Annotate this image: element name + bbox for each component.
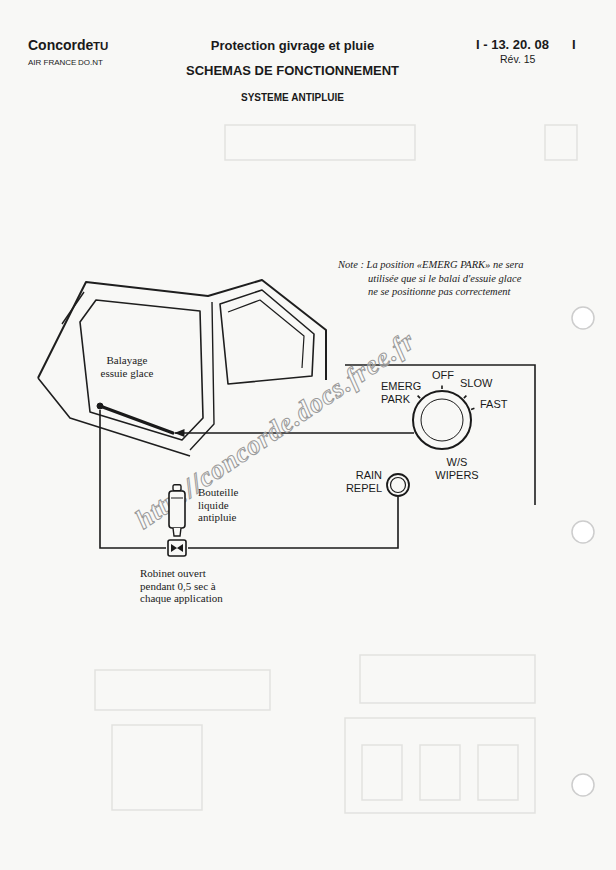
wiper-blade [97,403,173,435]
detent-tick [464,396,467,399]
part-label: Balayage essuie glace [97,354,157,379]
wiper-selector: EMERG PARKOFFSLOWFASTW/S WIPERS [412,390,472,450]
bleed-through-part [345,718,535,813]
button-symbol [386,473,410,497]
page-reference: I - 13. 20. 08 [476,37,549,53]
valve-symbol [171,544,183,552]
page-title: Protection givrage et pluie [180,38,405,54]
wiper-blade-part [99,410,101,435]
note-text: Note : La position «EMERG PARK» ne sera … [338,258,528,299]
dial-symbol [412,390,472,450]
revision-number: Rév. 15 [500,53,535,66]
solenoid-valve: Robinet ouvert pendant 0,5 sec à chaque … [166,537,188,559]
binder-hole-part [572,774,594,796]
detent-tick [441,386,443,390]
cockpit-windshield-part [80,300,203,440]
valve-symbol [166,537,188,559]
cockpit-windshield-part [190,302,214,450]
binder-hole-part [572,307,594,329]
bottle-band [171,498,183,499]
button-cap [391,478,406,493]
bleed-through-part [545,125,577,160]
bleed-through-part [225,125,415,160]
valve-body [168,540,186,556]
wiper-blade-part [97,403,103,409]
fluid-bottle: Bouteille liquide antipluie [167,484,187,536]
switch-position: OFF [430,369,456,382]
bleed-through [95,125,577,813]
bottle-symbol [167,484,187,536]
cockpit-windshield-part [62,292,84,324]
wiper-blade-part [100,406,173,433]
switch-position: EMERG PARK [381,380,425,406]
cockpit-windshield-part [220,290,314,384]
revision-mark: I [572,37,576,53]
section-heading: SCHEMAS DE FONCTIONNEMENT [140,63,445,79]
cockpit-windshield-part [38,378,190,456]
company-name: AIR FRANCE [28,58,76,68]
bleed-through-part [362,745,402,800]
button-ring [387,474,409,496]
bleed-through-part [478,745,518,800]
detent-tick [418,396,421,399]
manual-name: Concorde [28,37,93,54]
cockpit-windshield-part [228,300,304,368]
switch-name: W/S WIPERS [428,456,486,482]
subsection-heading: SYSTEME ANTIPLUIE [180,91,405,104]
part-label: Bouteille liquide antipluie [198,486,260,524]
binder-hole-part [572,521,594,543]
bleed-through-part [420,745,460,800]
binder-hole [572,307,594,796]
bottle-cap [173,485,181,491]
detent-tick [471,408,474,409]
version-code: TU [93,39,108,53]
bottle-body [169,491,185,528]
switch-position: FAST [480,398,508,411]
department-code: DO.NT [78,58,103,68]
bleed-through-part [112,725,202,810]
bleed-through-part [360,655,535,703]
dial-knob [421,399,463,441]
windshield-zone: Balayage essuie glace [95,340,175,435]
part-label: Robinet ouvert pendant 0,5 sec à chaque … [140,567,235,605]
switch-position: SLOW [460,377,492,390]
bottle-neck [173,528,181,536]
rain-repel-button: RAIN REPEL [386,473,410,497]
button-name: RAIN REPEL [338,469,382,495]
dial-ring [413,391,471,449]
bleed-through-part [95,670,270,710]
